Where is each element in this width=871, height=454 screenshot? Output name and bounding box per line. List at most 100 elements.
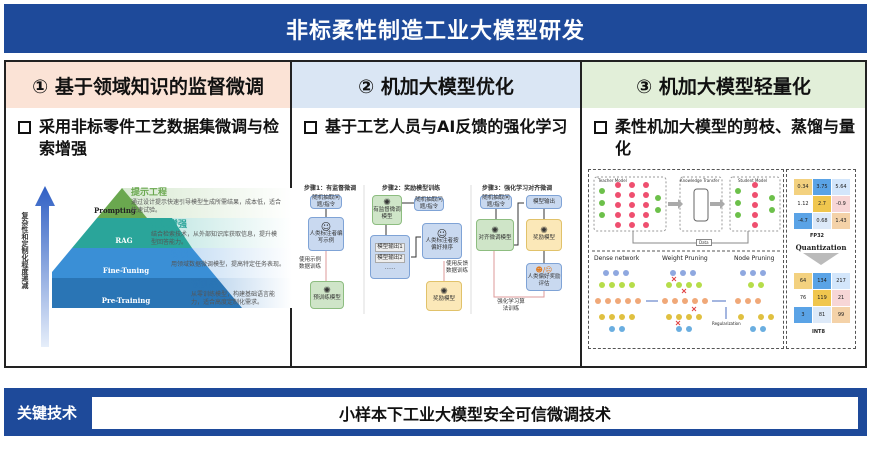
- pyramid-svg: [52, 188, 292, 308]
- step3-reward-box: ✺ 奖励模型: [526, 219, 562, 251]
- student-label: Student Model: [738, 178, 768, 183]
- network-icon: ✺: [540, 226, 548, 236]
- up-arrow-icon: [34, 184, 56, 347]
- quant-cell: 76: [794, 290, 812, 306]
- quant-cell: 134: [813, 273, 831, 289]
- node-pruning-label: Node Pruning: [734, 255, 775, 262]
- quant-cell: 99: [832, 307, 850, 323]
- quant-cell: 0.34: [794, 179, 812, 195]
- step3-output-box: 模型输出: [526, 195, 562, 209]
- square-bullet-icon: [304, 121, 317, 134]
- square-bullet-icon: [594, 121, 607, 134]
- panel-header: ① 基于领域知识的监督微调: [6, 62, 290, 108]
- step3-title: 步骤3：强化学习对齐微调: [482, 185, 553, 192]
- tier-desc: 提示工程 通过设计提示快速引导模型生成所需结果，成本低，适合快速试验。: [131, 188, 282, 214]
- tier-name: Pre-Training: [101, 296, 151, 305]
- step3-prompt-box: 随机抽取问题/指令: [480, 195, 512, 209]
- key-tech-text: 小样本下工业大模型安全可信微调技术: [92, 397, 858, 429]
- network-icon: ✺: [323, 286, 331, 296]
- down-arrow-icon: [803, 253, 839, 265]
- distill-prune-frame: [588, 169, 784, 349]
- main-title: 非标柔性制造工业大模型研发: [4, 4, 867, 53]
- panel-supervised-finetune: ① 基于领域知识的监督微调 采用非标零件工艺数据集微调与检索增强 复杂性和定制化…: [6, 62, 292, 366]
- data-label: Data: [696, 239, 712, 246]
- quant-cell: 5.64: [832, 179, 850, 195]
- tier-band-prompting: [122, 188, 292, 218]
- quant-cell: 3.75: [813, 179, 831, 195]
- step2-edge-label: 使用反馈数据训练: [446, 261, 469, 274]
- step3-pref-box: ☻/☹ 人类偏好奖励评估: [526, 263, 562, 291]
- axis-label: 复杂性和定制化程度递减: [21, 212, 29, 289]
- bullet-text: 采用非标零件工艺数据集微调与检索增强: [39, 117, 280, 158]
- tier-desc: 知识增强 结合检索技术，从外部知识库获取信息，提升模型回答能力。: [151, 220, 278, 246]
- step2-outputs-box: 模型输出1 模型输出2 ……: [370, 235, 410, 279]
- person-icon: ☺: [320, 221, 332, 233]
- step3-edge-label: 强化学习算法训练: [497, 299, 525, 312]
- compression-figure: Teacher Model Knowledge Transfer Student…: [588, 169, 860, 349]
- step1-title: 步骤1：有监督微调: [304, 185, 357, 192]
- teacher-label: Teacher Model: [598, 178, 627, 183]
- person-icon: ☺: [436, 228, 448, 240]
- quant-cell: 1.43: [832, 213, 850, 229]
- quant-cell: 3: [794, 307, 812, 323]
- quant-cell: 1.12: [794, 196, 812, 212]
- network-icon: ✺: [440, 287, 448, 297]
- square-bullet-icon: [18, 121, 31, 134]
- quant-cell: -0.9: [832, 196, 850, 212]
- step3-aligned-box: ✺ 对齐微调模型: [476, 219, 514, 251]
- quant-cell: 217: [832, 273, 850, 289]
- tier-prompting: [97, 188, 147, 218]
- bullet-item: 柔性机加大模型的剪枝、蒸馏与量化: [582, 108, 865, 160]
- network-icon: ✺: [491, 226, 499, 236]
- key-tech-label: 关键技术: [16, 403, 77, 422]
- dense-label: Dense network: [594, 255, 640, 262]
- quant-cell: 81: [813, 307, 831, 323]
- panel-model-optimization: ② 机加大模型优化 基于工艺人员与AI反馈的强化学习 步: [292, 62, 582, 366]
- emoji-icon: ☻/☹: [535, 265, 553, 274]
- tier-finetuning: [52, 248, 217, 278]
- panel-header: ② 机加大模型优化: [292, 62, 580, 108]
- transfer-label: Knowledge Transfer: [680, 178, 720, 183]
- panel-lightweight: ③ 机加大模型轻量化 柔性机加大模型的剪枝、蒸馏与量化: [582, 62, 865, 366]
- step1-edge-label: 使用示例数据训练: [299, 257, 322, 270]
- int8-label: INT8: [812, 329, 825, 335]
- step2-title: 步骤2：奖励模型训练: [382, 185, 441, 192]
- bullet-item: 基于工艺人员与AI反馈的强化学习: [292, 108, 580, 138]
- weight-pruning-label: Weight Pruning: [662, 255, 708, 262]
- bullet-text: 柔性机加大模型的剪枝、蒸馏与量化: [615, 117, 856, 158]
- tier-pretraining: [52, 278, 242, 308]
- regularization-label: Regularization: [712, 321, 741, 326]
- tier-desc: 微调 用领域数据微调模型，提高特定任务表现。: [171, 250, 286, 268]
- network-diagrams: [592, 176, 781, 332]
- quant-cell: 2.7: [813, 196, 831, 212]
- quant-cell: 64: [794, 273, 812, 289]
- panels-container: ① 基于领域知识的监督微调 采用非标零件工艺数据集微调与检索增强 复杂性和定制化…: [4, 60, 867, 368]
- tier-name: Fine-Tuning: [102, 266, 150, 275]
- step2-human-box: ☺ 人类标注者按偏好排序: [422, 223, 462, 259]
- quant-cell: 21: [832, 290, 850, 306]
- tier-rag: [72, 218, 192, 248]
- tier-name: Prompting: [94, 206, 136, 215]
- step1-model-box: ✺ 预训练模型: [310, 281, 344, 309]
- network-icon: ✺: [383, 197, 391, 208]
- key-tech-bar: 关键技术 小样本下工业大模型安全可信微调技术: [4, 388, 867, 436]
- quant-cell: 0.68: [813, 213, 831, 229]
- panel-header: ③ 机加大模型轻量化: [582, 62, 865, 108]
- step2-reward-box: ✺ 奖励模型: [426, 281, 462, 311]
- rlhf-figure: 步骤1：有监督微调 随机抽取问题/指令 ☺ 人类标注者编写示例 使用示例数据训练…: [296, 179, 576, 354]
- tier-desc: 预训练 从零训练模型，构建基础语言能力，适合高度定制化需求。: [191, 280, 276, 306]
- rlhf-connectors: [325, 185, 545, 314]
- tier-name: RAG: [115, 236, 133, 245]
- step2-sft-box: ✺ 有监督微调模型: [372, 195, 402, 225]
- step1-human-box: ☺ 人类标注者编写示例: [308, 217, 344, 251]
- step2-prompt-box: 随机抽取问题/指令: [414, 197, 444, 211]
- bullet-text: 基于工艺人员与AI反馈的强化学习: [325, 117, 568, 136]
- quant-frame: [786, 169, 856, 349]
- pyramid-figure: 复杂性和定制化程度递减 Prompting RAG Fine-Tun: [16, 184, 292, 347]
- quantization-title: Quantization: [795, 243, 847, 252]
- bullet-item: 采用非标零件工艺数据集微调与检索增强: [6, 108, 290, 160]
- quant-cell: 119: [813, 290, 831, 306]
- quant-cell: -4.7: [794, 213, 812, 229]
- fp32-label: FP32: [810, 233, 825, 239]
- step1-prompt-box: 随机抽取问题/指令: [310, 195, 342, 209]
